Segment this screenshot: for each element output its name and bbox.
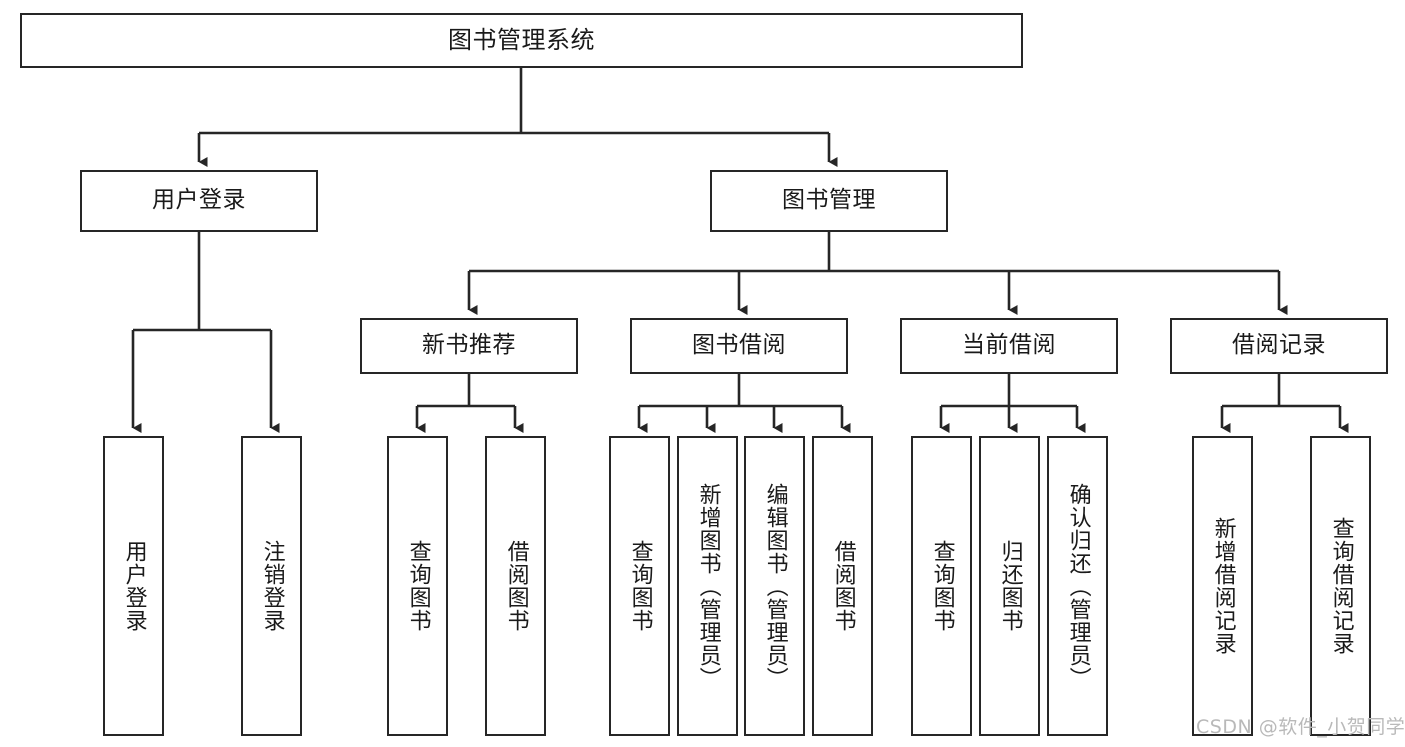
node-label: 注销登录 [259, 540, 285, 632]
leaf-current-borrow-confirm-return-admin[interactable]: 确认归还（管理员） [1047, 436, 1108, 736]
leaf-user-login-login[interactable]: 用户登录 [103, 436, 164, 736]
node-label: 借阅图书 [830, 540, 856, 632]
node-new-book-recommend[interactable]: 新书推荐 [360, 318, 578, 374]
node-label: 查询借阅记录 [1328, 517, 1354, 655]
node-label: 借阅图书 [503, 540, 529, 632]
node-label: 编辑图书（管理员） [762, 482, 788, 690]
node-label: 查询图书 [929, 540, 955, 632]
node-book-borrow[interactable]: 图书借阅 [630, 318, 848, 374]
node-label: 查询图书 [405, 540, 431, 632]
node-root-book-management-system[interactable]: 图书管理系统 [20, 13, 1023, 68]
leaf-current-borrow-return-book[interactable]: 归还图书 [979, 436, 1040, 736]
leaf-user-login-logout[interactable]: 注销登录 [241, 436, 302, 736]
csdn-watermark: CSDN @软件_小贺同学 [1196, 716, 1405, 738]
node-label: 当前借阅 [962, 332, 1056, 359]
leaf-borrow-record-add-record[interactable]: 新增借阅记录 [1192, 436, 1253, 736]
node-book-management[interactable]: 图书管理 [710, 170, 948, 232]
leaf-book-borrow-add-book-admin[interactable]: 新增图书（管理员） [677, 436, 738, 736]
node-label: 图书管理系统 [448, 26, 595, 55]
node-current-borrow[interactable]: 当前借阅 [900, 318, 1118, 374]
node-label: 新书推荐 [422, 332, 516, 359]
node-label: 新增借阅记录 [1210, 517, 1236, 655]
leaf-book-borrow-borrow-book[interactable]: 借阅图书 [812, 436, 873, 736]
node-label: 图书管理 [782, 187, 876, 214]
leaf-new-book-borrow-book[interactable]: 借阅图书 [485, 436, 546, 736]
node-user-login[interactable]: 用户登录 [80, 170, 318, 232]
node-label: 查询图书 [627, 540, 653, 632]
leaf-book-borrow-edit-book-admin[interactable]: 编辑图书（管理员） [744, 436, 805, 736]
node-label: 借阅记录 [1232, 332, 1326, 359]
node-label: 新增图书（管理员） [695, 482, 721, 690]
node-label: 用户登录 [152, 187, 246, 214]
node-borrow-record[interactable]: 借阅记录 [1170, 318, 1388, 374]
leaf-current-borrow-query-book[interactable]: 查询图书 [911, 436, 972, 736]
leaf-borrow-record-query-record[interactable]: 查询借阅记录 [1310, 436, 1371, 736]
node-label: 用户登录 [121, 540, 147, 632]
node-label: 图书借阅 [692, 332, 786, 359]
node-label: 归还图书 [997, 540, 1023, 632]
leaf-book-borrow-query-book[interactable]: 查询图书 [609, 436, 670, 736]
node-label: 确认归还（管理员） [1065, 482, 1091, 690]
leaf-new-book-query-book[interactable]: 查询图书 [387, 436, 448, 736]
